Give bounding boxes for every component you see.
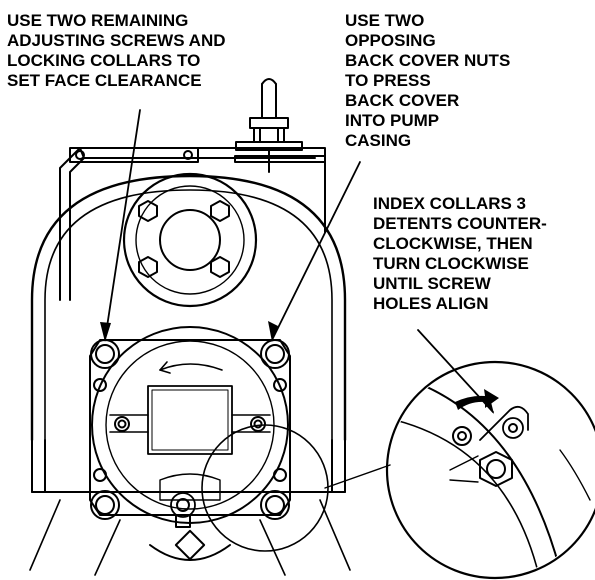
drain-base	[29, 492, 351, 576]
rear-housing	[59, 147, 326, 301]
detail-connector	[324, 464, 391, 489]
callout-back-cover-nuts: USE TWO OPPOSING BACK COVER NUTS TO PRES…	[345, 11, 511, 150]
callout-index-collars: INDEX COLLARS 3 DETENTS COUNTER- CLOCKWI…	[373, 194, 547, 313]
suction-flange	[122, 172, 258, 308]
valve-stem	[235, 78, 303, 173]
back-cover	[89, 326, 291, 524]
volute-casing	[30, 174, 347, 493]
rotation-arrow	[455, 389, 499, 410]
callout-adjusting-screws: USE TWO REMAINING ADJUSTING SCREWS AND L…	[7, 11, 226, 90]
detail-ring	[201, 424, 329, 552]
arrowheads	[100, 321, 499, 414]
detail-view	[385, 360, 595, 580]
